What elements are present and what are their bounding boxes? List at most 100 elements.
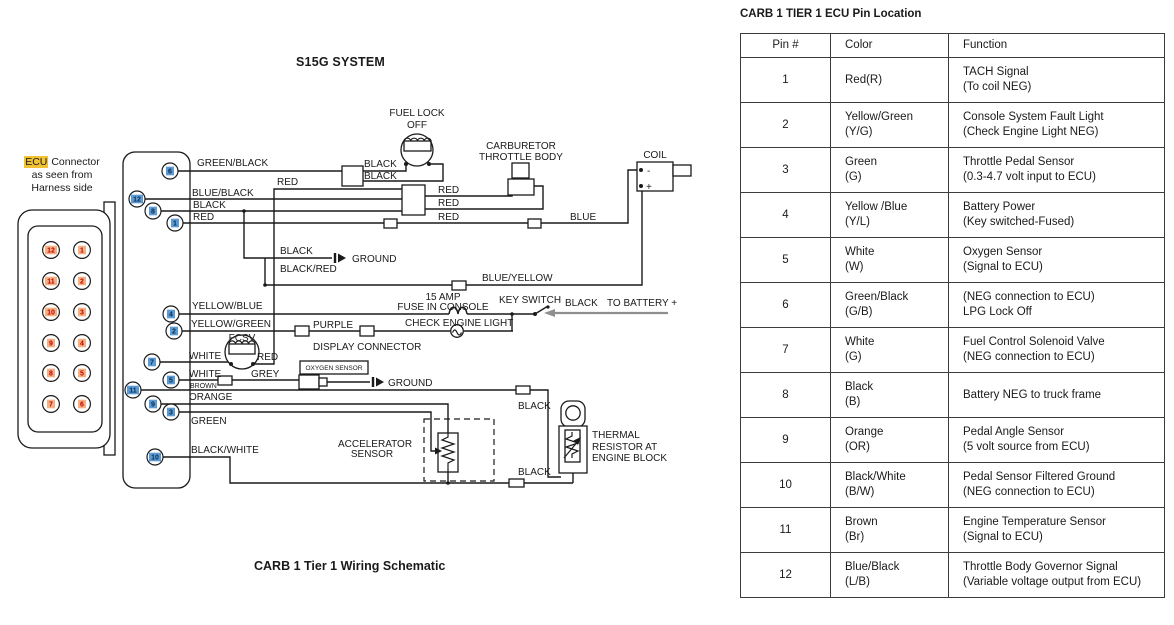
label-black-red: BLACK/RED [280,264,337,275]
label-blue-black: BLUE/BLACK [192,188,254,199]
junction-dot [263,283,267,287]
cell-pin: 4 [740,192,831,238]
svg-text:4: 4 [80,341,84,348]
ecu-pin-6: 6 [73,395,91,413]
cell-pin: 2 [740,102,831,148]
cell-pin: 8 [740,372,831,418]
label-red: RED [438,198,459,209]
label-ground: GROUND [388,378,432,389]
label-check-engine: CHECK ENGINE LIGHT [405,318,513,329]
cell-function: Console System Fault Light(Check Engine … [948,102,1165,148]
oxygen-sensor-plug [298,374,320,390]
label-thermal-engine: ENGINE BLOCK [592,453,667,464]
inline-connector-4 [217,375,233,386]
label-green: GREEN [191,416,227,427]
ecu-pin-5: 5 [73,364,91,382]
cell-color: Black(B) [830,372,949,418]
harness-pin-7: 7 [143,353,161,371]
cell-color: White(G) [830,327,949,373]
svg-text:8: 8 [151,209,155,216]
inline-connector-5 [515,385,531,395]
ecu-pin-10: 10 [42,303,60,321]
cell-function: Throttle Pedal Sensor(0.3-4.7 volt input… [948,147,1165,193]
label-yellow-green: YELLOW/GREEN [191,319,271,330]
fuel-lock-coil-loops [403,137,432,142]
ecu-label-line1: ECU Connector [24,156,100,168]
cell-color: Blue/Black(L/B) [830,552,949,598]
label-to-battery: TO BATTERY + [607,298,677,309]
thermistor-zigzag [564,432,580,458]
cell-pin: 9 [740,417,831,463]
ring-terminal-hole [565,405,581,421]
oxygen-sensor-plug-tip [318,377,328,387]
cell-function: Battery Power(Key switched-Fused) [948,192,1165,238]
ecu-pin-3: 3 [73,303,91,321]
cell-function: Pedal Angle Sensor(5 volt source from EC… [948,417,1165,463]
throttle-body-upper [511,162,530,179]
label-blue-yellow: BLUE/YELLOW [482,273,553,284]
label-black-white: BLACK/WHITE [191,445,259,456]
svg-text:4: 4 [169,312,173,319]
label-throttle-body: THROTTLE BODY [479,152,563,163]
svg-text:11: 11 [129,388,137,395]
fcsv-coil-loops [228,340,256,345]
ecu-pin-7: 7 [42,395,60,413]
cell-function: Throttle Body Governor Signal(Variable v… [948,552,1165,598]
fuse-symbol [448,306,468,315]
label-ground: GROUND [352,254,396,265]
cell-color: Red(R) [830,57,949,103]
cell-pin: 11 [740,507,831,553]
svg-text:10: 10 [47,310,55,317]
cell-function: Oxygen Sensor(Signal to ECU) [948,237,1165,283]
ecu-connector-drawing: 12 1 11 2 10 3 9 4 8 5 7 6 [17,201,116,456]
coil-box [636,161,674,192]
label-green-black: GREEN/BLACK [197,158,268,169]
label-black: BLACK [518,467,551,478]
fuel-lock-valve [400,133,434,167]
cell-color: Green(G) [830,147,949,193]
label-red: RED [277,177,298,188]
inline-connector-6 [508,478,525,488]
connector-box-fuel-lock [341,165,364,187]
key-switch-blade [534,305,549,315]
label-fuel-lock-off: OFF [407,120,427,131]
label-coil-minus: - [647,166,650,177]
ecu-pin-4: 4 [73,334,91,352]
label-fuse-console: FUSE IN CONSOLE [397,302,488,313]
ecu-pin-9: 9 [42,334,60,352]
label-purple: PURPLE [313,320,353,331]
svg-text:10: 10 [151,455,159,462]
harness-pin-5: 5 [162,371,180,389]
potentiometer-zigzag [440,433,456,472]
wire-labels: GREEN/BLACK BLUE/BLACK BLACK RED RED BLA… [189,108,677,478]
cell-color: Orange(OR) [830,417,949,463]
harness-pin-12: 12 [128,190,146,208]
label-oxygen-sensor: OXYGEN SENSOR [305,365,362,372]
ecu-connector-inner [27,225,103,433]
ground-symbol-1 [333,253,346,263]
table-header-row: Pin # Color Function [740,33,1165,58]
cell-function: Fuel Control Solenoid Valve(NEG connecti… [948,327,1165,373]
svg-text:5: 5 [169,378,173,385]
battery-arrowhead [544,309,555,317]
cell-color: Green/Black(G/B) [830,282,949,328]
harness-pins: 6 12 8 1 4 2 7 5 11 9 3 10 [124,162,184,466]
fuel-lock-terminal-right [427,162,431,166]
cell-color: White(W) [830,237,949,283]
cell-color: Yellow /Blue(Y/L) [830,192,949,238]
ecu-connector-label: ECU Connector as seen from Harness side [8,156,116,195]
label-carburetor: CARBURETOR [486,141,556,152]
ecu-connector-outer [17,209,111,449]
coil-neg-terminal [639,168,643,172]
ecu-pin-1: 1 [73,241,91,259]
label-display-connector: DISPLAY CONNECTOR [313,342,421,353]
header-pin: Pin # [740,33,831,58]
svg-text:12: 12 [133,197,141,204]
